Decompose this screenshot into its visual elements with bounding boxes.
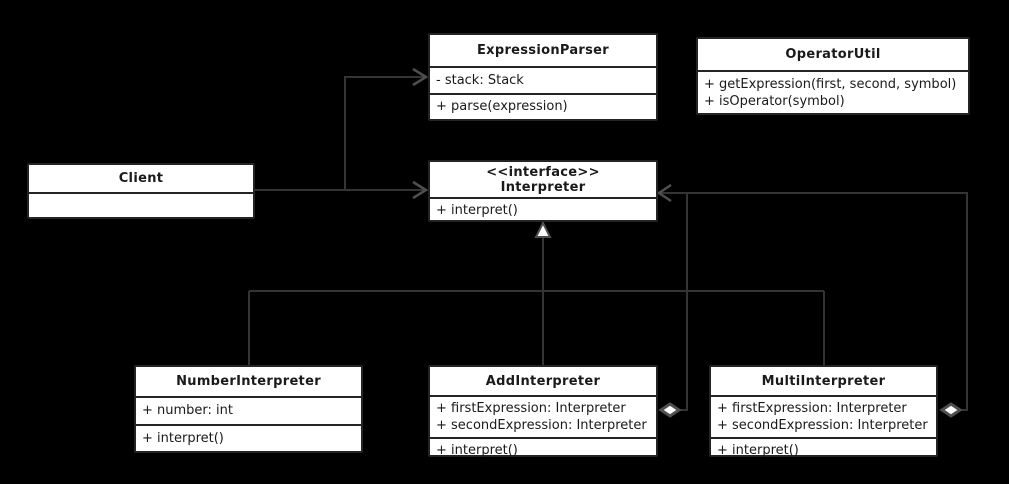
attribute: + secondExpression: Interpreter [717, 418, 928, 433]
class-client: Client [27, 163, 255, 219]
class-add-interpreter: AddInterpreter + firstExpression: Interp… [428, 365, 658, 458]
class-methods: + interpret() [430, 437, 656, 462]
edge-client-interpreter [255, 180, 429, 200]
method: + isOperator(symbol) [704, 93, 845, 109]
class-name: AddInterpreter [485, 373, 601, 389]
class-expression-parser: ExpressionParser - stack: Stack + parse(… [428, 33, 658, 121]
class-name: ExpressionParser [476, 43, 610, 58]
class-methods: + getExpression(first, second, symbol) +… [698, 70, 968, 113]
class-name: Interpreter [500, 179, 586, 195]
class-name: MultiInterpreter [761, 373, 886, 389]
class-methods: + interpret() [711, 437, 936, 462]
attribute: + number: int [142, 403, 233, 419]
method: + interpret() [436, 203, 518, 218]
class-title: AddInterpreter [430, 367, 656, 395]
aggregation-diamond-icon [658, 402, 682, 418]
edge-client-expressionparser [344, 67, 429, 190]
attribute: + secondExpression: Interpreter [436, 418, 647, 433]
class-title: Client [29, 165, 253, 192]
class-name: Client [118, 171, 164, 186]
attribute: + firstExpression: Interpreter [717, 401, 907, 416]
class-operator-util: OperatorUtil + getExpression(first, seco… [696, 37, 970, 115]
class-interpreter-interface: <<interface>> Interpreter + interpret() [428, 160, 658, 222]
method: + interpret() [717, 443, 799, 458]
class-title: MultiInterpreter [711, 367, 936, 395]
class-multi-interpreter: MultiInterpreter + firstExpression: Inte… [709, 365, 938, 458]
method: + interpret() [436, 443, 518, 458]
edge-aggregation-multi-interpreter [661, 192, 968, 418]
class-attributes: + firstExpression: Interpreter + secondE… [430, 395, 656, 437]
attribute: + firstExpression: Interpreter [436, 401, 626, 416]
open-arrow-icon [656, 183, 672, 203]
edge-realization-bus [248, 220, 825, 365]
class-title: OperatorUtil [698, 39, 968, 70]
edge-aggregation-arrowhead [656, 183, 672, 203]
edge-aggregation-add-interpreter [658, 193, 688, 418]
class-name: OperatorUtil [785, 47, 881, 62]
class-title: <<interface>> Interpreter [430, 162, 656, 197]
method: + getExpression(first, second, symbol) [704, 76, 957, 92]
method: + interpret() [142, 430, 224, 446]
class-body-empty [29, 192, 253, 217]
class-stereotype: <<interface>> [486, 164, 600, 180]
hollow-triangle-icon [534, 220, 552, 238]
method: + parse(expression) [436, 99, 568, 115]
class-methods: + interpret() [136, 423, 361, 452]
class-title: NumberInterpreter [136, 367, 361, 396]
class-attributes: - stack: Stack [430, 66, 656, 93]
open-arrow-icon [412, 67, 429, 87]
class-methods: + interpret() [430, 197, 656, 222]
class-attributes: + number: int [136, 396, 361, 424]
aggregation-diamond-icon [939, 402, 963, 418]
class-number-interpreter: NumberInterpreter + number: int + interp… [134, 365, 363, 453]
class-attributes: + firstExpression: Interpreter + secondE… [711, 395, 936, 437]
open-arrow-icon [412, 180, 429, 200]
class-title: ExpressionParser [430, 35, 656, 66]
attribute: - stack: Stack [436, 72, 524, 88]
class-methods: + parse(expression) [430, 92, 656, 120]
class-name: NumberInterpreter [176, 374, 321, 389]
